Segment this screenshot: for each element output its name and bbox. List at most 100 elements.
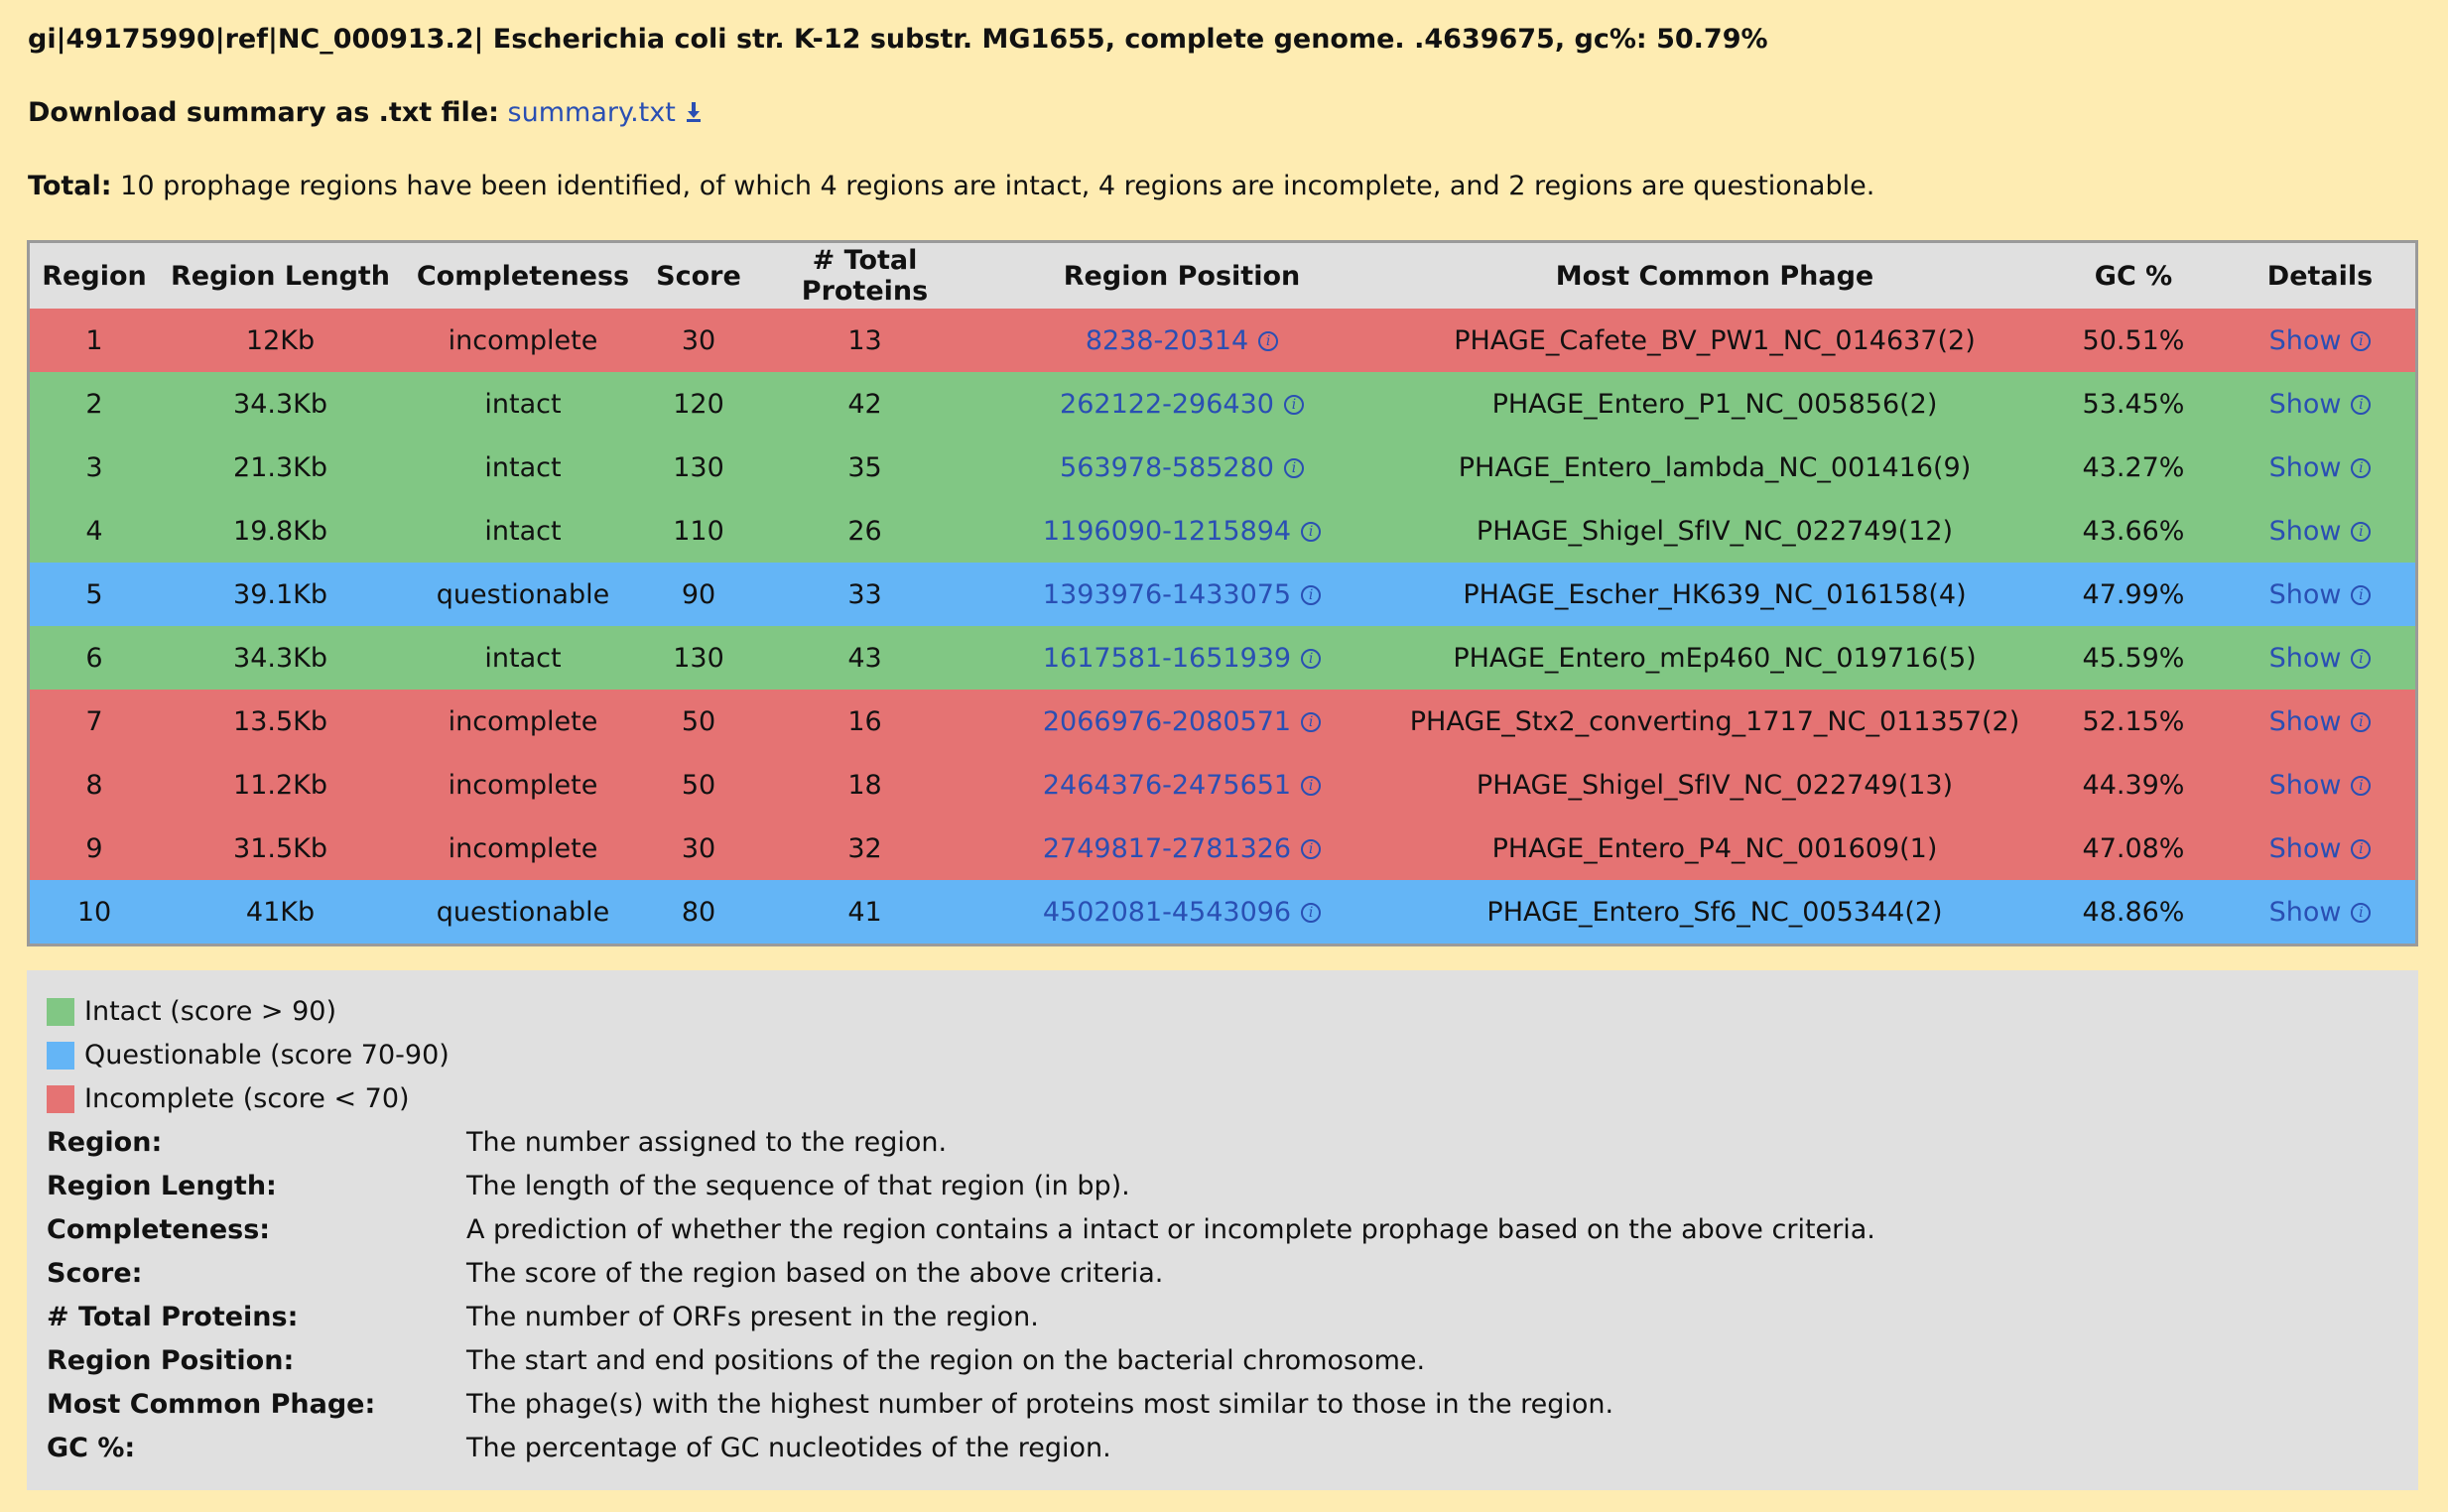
definition-description: The percentage of GC nucleotides of the … [466,1433,1111,1463]
show-details-link[interactable]: Show [2268,578,2342,610]
show-details-link[interactable]: Show [2268,769,2342,801]
download-label: Download summary as .txt file: [28,97,499,128]
region-position-link[interactable]: 2749817-2781326 [1042,832,1292,864]
region-cell: 10 [30,880,159,944]
summary-link-text: summary.txt [507,97,676,128]
gc-percent-cell: 47.99% [2042,563,2225,626]
legend-box: Intact (score > 90)Questionable (score 7… [27,970,2418,1490]
total-proteins-cell: 32 [753,817,976,880]
info-icon[interactable]: i [2351,458,2372,478]
column-header: Details [2225,243,2415,309]
summary-download-link[interactable]: summary.txt [508,97,702,128]
definition-row: # Total Proteins:The number of ORFs pres… [47,1296,2398,1339]
info-icon[interactable]: i [1301,903,1322,923]
show-details-link[interactable]: Show [2268,451,2342,483]
show-details-link[interactable]: Show [2268,388,2342,420]
region-length-cell: 11.2Kb [159,753,402,817]
info-icon[interactable]: i [1283,458,1304,478]
region-position-link[interactable]: 1393976-1433075 [1042,578,1292,610]
region-position-link[interactable]: 4502081-4543096 [1042,896,1292,928]
region-position-cell: 563978-585280 i [976,436,1387,499]
region-length-cell: 34.3Kb [159,372,402,436]
info-icon[interactable]: i [2351,395,2372,415]
definition-term: Score: [47,1258,143,1289]
show-details-link[interactable]: Show [2268,896,2342,928]
info-icon[interactable]: i [2351,839,2372,859]
completeness-cell: incomplete [402,817,644,880]
region-position-link[interactable]: 2464376-2475651 [1042,769,1292,801]
info-icon[interactable]: i [2351,903,2372,923]
info-icon[interactable]: i [1258,331,1279,351]
info-icon[interactable]: i [2351,585,2372,605]
gc-percent-cell: 47.08% [2042,817,2225,880]
column-header: Most Common Phage [1387,243,2042,309]
info-icon[interactable]: i [2351,776,2372,796]
info-icon[interactable]: i [1301,839,1322,859]
gc-percent-cell: 50.51% [2042,309,2225,372]
total-proteins-cell: 26 [753,499,976,563]
show-details-link[interactable]: Show [2268,642,2342,674]
total-proteins-cell: 41 [753,880,976,944]
show-details-link[interactable]: Show [2268,832,2342,864]
show-details-link[interactable]: Show [2268,324,2342,356]
legend-label: Incomplete (score < 70) [84,1083,410,1114]
definition-row: Most Common Phage:The phage(s) with the … [47,1383,2398,1427]
legend-label: Questionable (score 70-90) [84,1040,450,1071]
info-icon[interactable]: i [2351,331,2372,351]
show-details-link[interactable]: Show [2268,705,2342,737]
definition-term: Region Length: [47,1171,277,1201]
info-icon[interactable]: i [1301,585,1322,605]
definition-term: Region Position: [47,1345,295,1376]
region-length-cell: 39.1Kb [159,563,402,626]
column-header: Completeness [402,243,644,309]
info-icon[interactable]: i [1301,522,1322,542]
region-position-link[interactable]: 1617581-1651939 [1042,642,1292,674]
region-length-cell: 21.3Kb [159,436,402,499]
region-position-link[interactable]: 2066976-2080571 [1042,705,1292,737]
region-cell: 8 [30,753,159,817]
info-icon[interactable]: i [2351,522,2372,542]
region-position-link[interactable]: 563978-585280 [1060,451,1274,483]
region-position-link[interactable]: 262122-296430 [1060,388,1274,420]
region-position-link[interactable]: 8238-20314 [1085,324,1249,356]
score-cell: 130 [644,626,753,690]
info-icon[interactable]: i [1301,649,1322,669]
show-details-link[interactable]: Show [2268,515,2342,547]
region-position-cell: 4502081-4543096 i [976,880,1387,944]
definition-term: Region: [47,1127,163,1158]
region-cell: 3 [30,436,159,499]
info-icon[interactable]: i [1283,395,1304,415]
info-icon[interactable]: i [2351,712,2372,732]
gc-percent-cell: 43.27% [2042,436,2225,499]
info-icon[interactable]: i [2351,649,2372,669]
region-position-link[interactable]: 1196090-1215894 [1042,515,1292,547]
info-icon[interactable]: i [1301,776,1322,796]
total-proteins-cell: 43 [753,626,976,690]
most-common-phage-cell: PHAGE_Shigel_SfIV_NC_022749(12) [1387,499,2042,563]
info-icon[interactable]: i [1301,712,1322,732]
column-header: # Total Proteins [753,243,976,309]
column-header: GC % [2042,243,2225,309]
most-common-phage-cell: PHAGE_Cafete_BV_PW1_NC_014637(2) [1387,309,2042,372]
region-cell: 6 [30,626,159,690]
score-cell: 80 [644,880,753,944]
completeness-cell: intact [402,436,644,499]
region-length-cell: 13.5Kb [159,690,402,753]
total-proteins-cell: 13 [753,309,976,372]
legend-swatch [47,1042,74,1070]
legend-items: Intact (score > 90)Questionable (score 7… [47,990,2398,1121]
column-header: Region Length [159,243,402,309]
score-cell: 30 [644,309,753,372]
definition-term: Completeness: [47,1214,271,1245]
completeness-cell: intact [402,372,644,436]
